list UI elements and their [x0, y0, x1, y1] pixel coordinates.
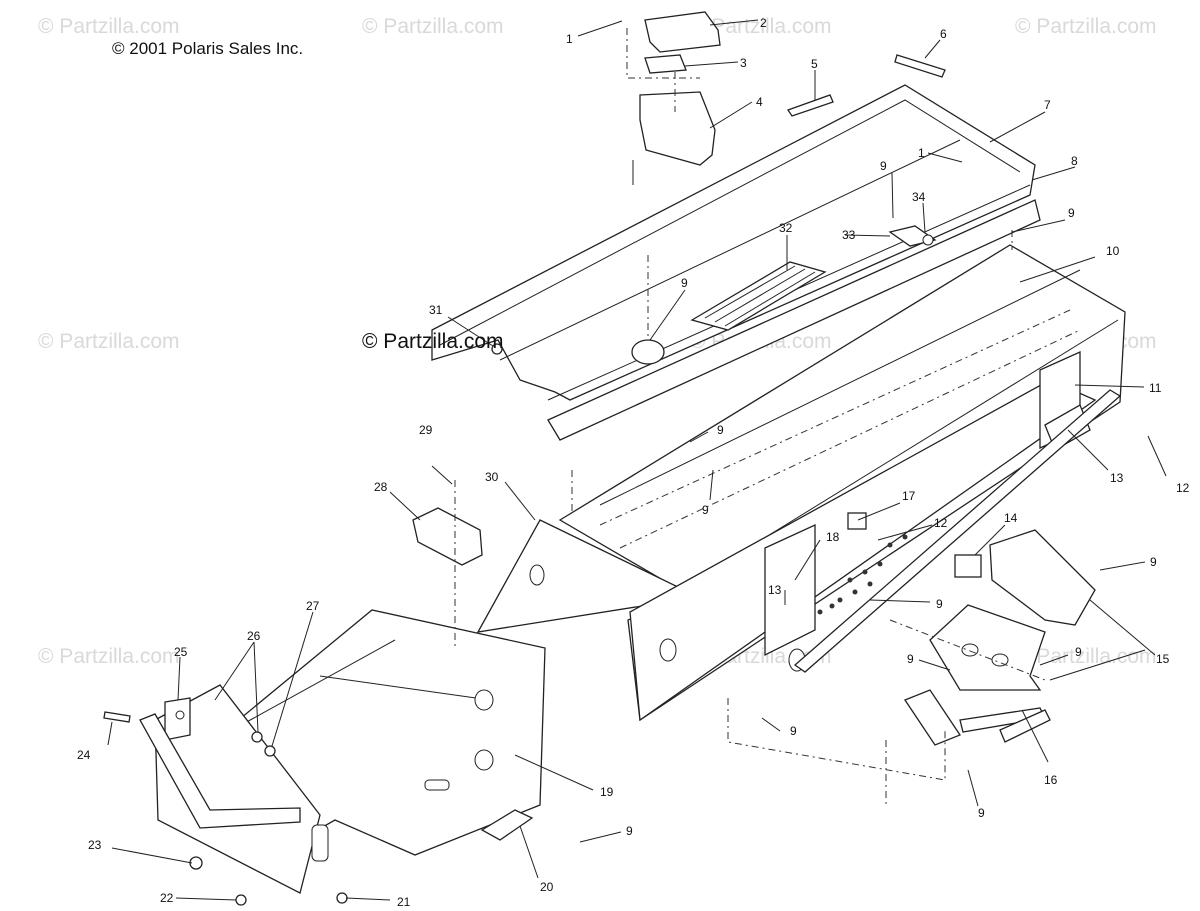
- rear-frame-assembly: [431, 84, 1041, 441]
- callout-34: 34: [912, 190, 926, 204]
- callout-labels: 1 2 3 4 5 6 7 1 8 9 34 9 33 32 10 9 31 1…: [77, 16, 1190, 909]
- callout-9: 9: [717, 423, 724, 437]
- callout-9: 9: [880, 159, 887, 173]
- callout-7: 7: [1044, 98, 1051, 112]
- callout-21: 21: [397, 895, 411, 909]
- callout-9: 9: [978, 806, 985, 820]
- callout-27: 27: [306, 599, 320, 613]
- callout-4: 4: [756, 95, 763, 109]
- lever-part: [139, 713, 301, 829]
- watermark: © Partzilla.com: [38, 330, 180, 353]
- callout-13: 13: [1110, 471, 1124, 485]
- bolt-part: [103, 711, 131, 723]
- watermark: © Partzilla.com: [362, 15, 504, 38]
- reinforcement-plate: [764, 523, 816, 657]
- front-lower-panel: [629, 379, 1097, 722]
- right-components: [727, 529, 1096, 808]
- callout-25: 25: [174, 645, 188, 659]
- callout-18: 18: [826, 530, 840, 544]
- callout-1: 1: [918, 146, 925, 160]
- callout-33: 33: [842, 228, 856, 242]
- cap-part: [644, 11, 721, 53]
- nut-part: [251, 731, 263, 743]
- callout-31: 31: [429, 303, 443, 317]
- callout-9: 9: [907, 652, 914, 666]
- watermark: © Partzilla.com: [690, 15, 832, 38]
- watermark: © Partzilla.com: [38, 645, 180, 668]
- nut-part: [264, 745, 276, 757]
- pedal-bracket-part: [164, 697, 191, 741]
- callout-5: 5: [811, 57, 818, 71]
- callout-12: 12: [1176, 481, 1190, 495]
- strip-part: [894, 54, 946, 78]
- callout-9: 9: [702, 503, 709, 517]
- mount-bracket-part: [480, 809, 534, 841]
- bulkhead-side-plate: [154, 684, 321, 894]
- partzilla-stamp: © Partzilla.com: [362, 330, 504, 353]
- intake-cap-part: [954, 554, 982, 578]
- skid-rail-part: [547, 199, 1041, 441]
- intake-part: [989, 529, 1096, 626]
- callout-9: 9: [1075, 645, 1082, 659]
- callout-22: 22: [160, 891, 174, 905]
- callout-9: 9: [1150, 555, 1157, 569]
- top-parts: [454, 11, 1013, 650]
- callout-17: 17: [902, 489, 916, 503]
- callout-9: 9: [626, 824, 633, 838]
- callout-13: 13: [768, 583, 782, 597]
- strip-part: [786, 94, 834, 117]
- callout-1: 1: [566, 32, 573, 46]
- rod-part: [999, 709, 1051, 743]
- bolt-part: [491, 343, 503, 355]
- callout-9: 9: [1068, 206, 1075, 220]
- front-bulkhead-assembly: [103, 507, 546, 906]
- copyright-notice: © 2001 Polaris Sales Inc.: [112, 39, 303, 58]
- callout-9: 9: [790, 724, 797, 738]
- callout-15: 15: [1156, 652, 1170, 666]
- callout-32: 32: [779, 221, 793, 235]
- callout-11: 11: [1149, 381, 1162, 395]
- callout-20: 20: [540, 880, 554, 894]
- callout-23: 23: [88, 838, 102, 852]
- leader-lines: [107, 19, 1167, 901]
- housing-part: [639, 91, 716, 166]
- watermark: © Partzilla.com: [1015, 15, 1157, 38]
- pad-part: [644, 54, 687, 74]
- watermark: © Partzilla.com: [1015, 645, 1157, 668]
- callout-19: 19: [600, 785, 614, 799]
- callout-29: 29: [419, 423, 433, 437]
- callout-24: 24: [77, 748, 91, 762]
- mount-plate-part: [929, 604, 1046, 691]
- bolt-part: [336, 892, 348, 904]
- callout-3: 3: [740, 56, 747, 70]
- callout-9: 9: [936, 597, 943, 611]
- tunnel-assembly: [476, 244, 1126, 722]
- callout-26: 26: [247, 629, 261, 643]
- callout-14: 14: [1004, 511, 1018, 525]
- strut-part: [793, 389, 1122, 673]
- callout-30: 30: [485, 470, 499, 484]
- callout-9: 9: [681, 276, 688, 290]
- mount-plate-part: [412, 507, 483, 566]
- lower-bracket-part: [904, 689, 961, 746]
- callout-2: 2: [760, 16, 767, 30]
- callout-10: 10: [1106, 244, 1120, 258]
- callout-12: 12: [934, 516, 948, 530]
- plug-part: [631, 339, 665, 365]
- callout-28: 28: [374, 480, 388, 494]
- callout-8: 8: [1071, 154, 1078, 168]
- callout-16: 16: [1044, 773, 1058, 787]
- rear-tray-part: [431, 84, 1036, 401]
- watermark: © Partzilla.com: [38, 15, 180, 38]
- callout-6: 6: [940, 27, 947, 41]
- nut-part: [235, 894, 247, 906]
- label-part: [847, 512, 867, 530]
